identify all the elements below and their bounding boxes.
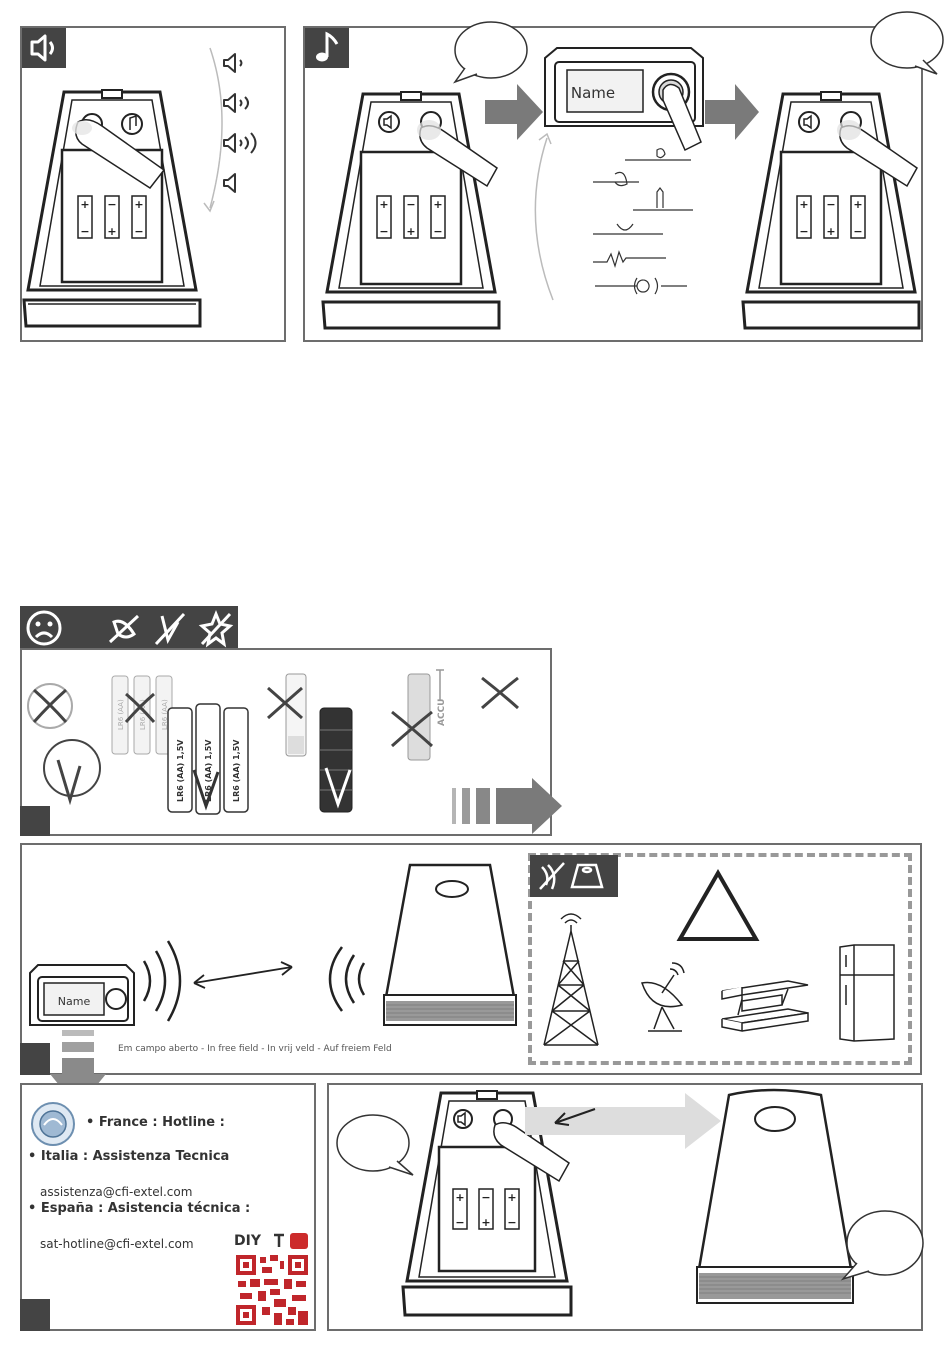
svg-text:+: + [507,1191,516,1204]
range-panel-corner [20,1043,50,1075]
transmitter-small-name: Name [58,995,91,1008]
battery-warning-panel: LR6 (AA) LR6 (AA) LR6 (AA) LR6 (AA) 1,5V… [20,648,552,836]
interference-box [528,853,912,1065]
interference-tag [530,855,618,897]
no-chemicals-icon [108,609,234,648]
speech-bubble-right [870,11,944,75]
speaker-icon [30,34,54,62]
range-caption: Em campo aberto - In free field - In vri… [118,1044,392,1054]
svg-text:+: + [433,198,442,211]
signal-waves [142,940,366,1022]
svg-text:−: − [507,1216,516,1229]
svg-text:+: + [379,198,388,211]
battery-dos-donts: LR6 (AA) LR6 (AA) LR6 (AA) LR6 (AA) 1,5V… [27,669,519,815]
support-france: • France : Hotline : [86,1115,225,1130]
sad-face-icon [26,610,62,646]
qr-code-icon[interactable] [234,1253,310,1327]
music-note-icon [316,31,339,62]
steel-beam-icon [721,980,809,1032]
transmitter-name-label: Name [571,84,615,102]
pairing-arrow [525,1093,721,1149]
arrow-to-transmitter [485,84,543,140]
battery-panel-corner [20,806,50,836]
transmitter-small: Name [29,964,135,1026]
svg-text:+: + [107,225,116,238]
chime-unit-right: + − − + + − [741,91,921,330]
support-espana-email[interactable]: sat-hotline@cfi-extel.com [40,1237,194,1251]
volume-levels [203,47,257,213]
radio-tower-icon [543,913,599,1046]
svg-text:+: + [481,1216,490,1229]
svg-text:+: + [826,225,835,238]
video-logo-icon [274,1233,308,1249]
svg-text:−: − [80,225,89,238]
chime-speaker-pairing [696,1088,854,1304]
svg-text:+: + [134,198,143,211]
battery-label-front-2: LR6 (AA) 1,5V [204,739,213,802]
warning-triangle [676,868,760,941]
battery-label-back-3: LR6 (AA) [161,699,169,730]
svg-text:−: − [134,225,143,238]
chime-unit-open: + − − + + − [22,89,202,328]
svg-text:−: − [379,225,388,238]
speech-bubble-left [452,21,528,84]
no-signal-icon [539,862,604,890]
arrow-to-chime [705,84,759,140]
svg-text:+: + [799,198,808,211]
svg-text:+: + [406,225,415,238]
melody-panel: + − − + + − + − − + + − [303,11,944,342]
melody-list [534,132,693,301]
pairing-bubble-right [840,1210,924,1281]
diy-label: DIY [234,1233,261,1249]
chime-unit-pairing: + − − + + − [401,1090,573,1317]
battery-next-arrow [452,778,562,834]
transmitter-push: Name [544,47,704,152]
accu-label: ACCU [437,699,447,726]
chime-unit-left: + − − + + − [321,91,501,330]
range-panel: Name [20,843,922,1075]
support-panel-corner [20,1299,50,1331]
satellite-dish-icon [641,962,685,1032]
battery-label-front-3: LR6 (AA) 1,5V [232,739,241,802]
svg-text:+: + [455,1191,464,1204]
svg-text:−: − [853,225,862,238]
support-espana: • España : Asistencia técnica : [28,1201,251,1216]
support-panel: • France : Hotline : • Italia : Assisten… [20,1083,316,1331]
svg-text:−: − [107,198,116,211]
pairing-panel: + − − + + − [327,1083,924,1331]
battery-warning-tag [20,606,238,650]
support-logo-icon [31,1102,75,1146]
svg-text:−: − [455,1216,464,1229]
volume-tag [22,28,66,68]
svg-text:−: − [481,1191,490,1204]
svg-text:−: − [406,198,415,211]
volume-panel: + − − + + − [20,26,286,342]
battery-label-back: LR6 (AA) [117,699,125,730]
svg-text:+: + [80,198,89,211]
refrigerator-icon [839,944,895,1042]
pairing-bubble-left [336,1114,414,1176]
melody-tag [305,28,349,68]
battery-label-back-2: LR6 (AA) [139,699,147,730]
svg-text:−: − [826,198,835,211]
support-italia: • Italia : Assistenza Tecnica [28,1149,230,1164]
svg-text:−: − [799,225,808,238]
battery-label-front-1: LR6 (AA) 1,5V [176,739,185,802]
support-italia-email[interactable]: assistenza@cfi-extel.com [40,1185,193,1199]
chime-speaker [383,863,517,1026]
svg-text:−: − [433,225,442,238]
svg-text:+: + [853,198,862,211]
